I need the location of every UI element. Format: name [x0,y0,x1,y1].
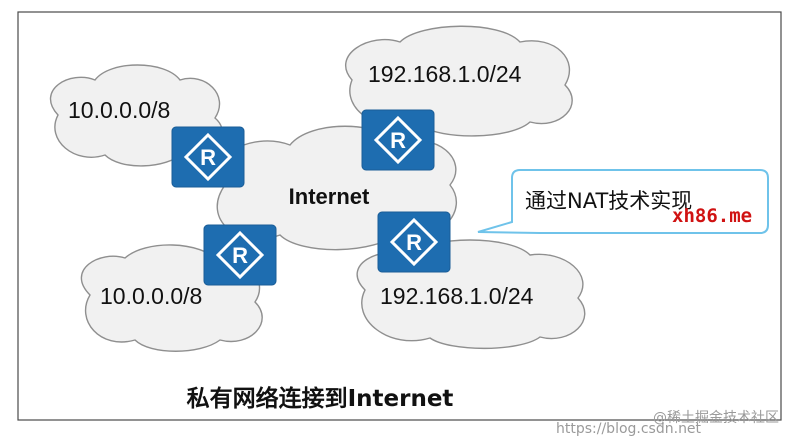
cloud-label-top-right: 192.168.1.0/24 [368,61,522,87]
url-watermark: https://blog.csdn.net [556,421,702,437]
cloud-label-bottom-left: 10.0.0.0/8 [100,283,202,309]
nat-callout: 通过NAT技术实现 [477,169,769,234]
router-icon [170,125,246,189]
platform-watermark: @稀土掘金技术社区 [653,410,779,426]
router-icon [360,108,436,172]
router-icon [202,223,278,287]
diagram-caption: 私有网络连接到Internet [187,385,454,412]
site-watermark: xh86.me [672,205,752,227]
cloud-label-bottom-right: 192.168.1.0/24 [380,283,534,309]
cloud-label-top-left: 10.0.0.0/8 [68,97,170,123]
router-icon [376,210,452,274]
callout-text: 通过NAT技术实现 [525,189,692,213]
internet-label: Internet [289,184,370,209]
